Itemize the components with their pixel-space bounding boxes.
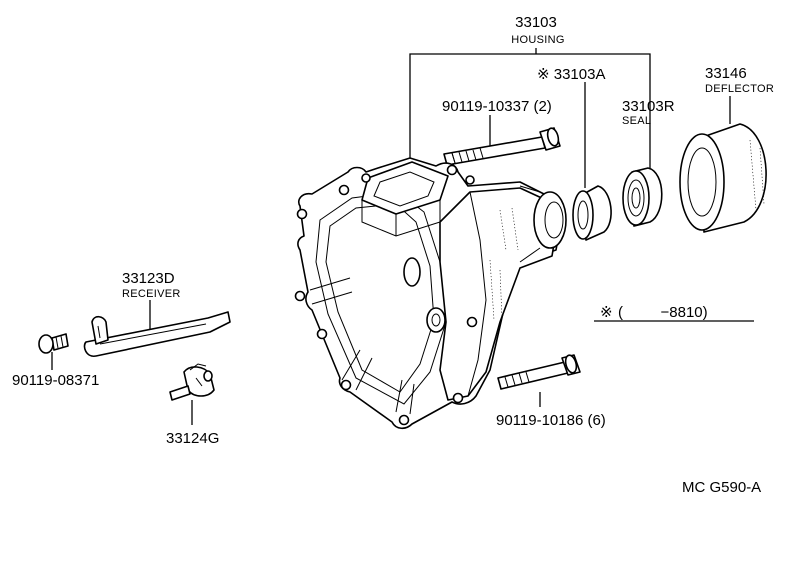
part-number: 33124G: [166, 430, 219, 447]
clip-drawing: [169, 363, 215, 401]
callout-housing: 33103 HOUSING: [511, 14, 564, 46]
bell-housing-drawing: [294, 157, 567, 430]
note-text: ( −8810): [618, 304, 708, 321]
part-number: 33103R: [622, 98, 675, 115]
callout-clip: 33124G: [166, 430, 219, 447]
part-number: 90119-10186 (6): [496, 412, 606, 429]
bushing-drawing: [572, 185, 612, 241]
callout-bolt-long: 90119-10337 (2): [442, 98, 552, 115]
part-name: HOUSING: [511, 34, 564, 46]
callout-bolt-short: 90119-08371: [12, 372, 99, 389]
seal-drawing: [622, 167, 663, 227]
part-number: 33103: [515, 14, 557, 31]
part-number: 33146: [705, 65, 747, 82]
part-number: 90119-10337 (2): [442, 98, 552, 115]
note-mark: ※: [600, 304, 613, 321]
bolt-lower-drawing: [497, 354, 581, 390]
part-number: 90119-08371: [12, 372, 99, 389]
part-name: RECEIVER: [122, 288, 181, 300]
receiver-drawing: [83, 311, 231, 357]
applicability-note: ※ ( −8810): [600, 304, 708, 321]
deflector-drawing: [679, 123, 767, 233]
leader-lines: [51, 48, 754, 425]
callout-seal: 33103R SEAL: [622, 98, 675, 127]
callout-receiver: 33123D RECEIVER: [122, 270, 181, 300]
bolt-short-drawing: [38, 333, 69, 354]
callout-deflector: 33146 DEFLECTOR: [705, 65, 774, 95]
bolt-long-drawing: [443, 127, 561, 166]
diagram-reference: MC G590-A: [682, 479, 761, 496]
part-number: 33123D: [122, 270, 175, 287]
part-name: DEFLECTOR: [705, 83, 774, 95]
part-number: ※ 33103A: [537, 66, 605, 83]
callout-bolt-lower: 90119-10186 (6): [496, 412, 606, 429]
callout-housing-alt: ※ 33103A: [537, 66, 605, 83]
part-name: SEAL: [622, 115, 651, 127]
